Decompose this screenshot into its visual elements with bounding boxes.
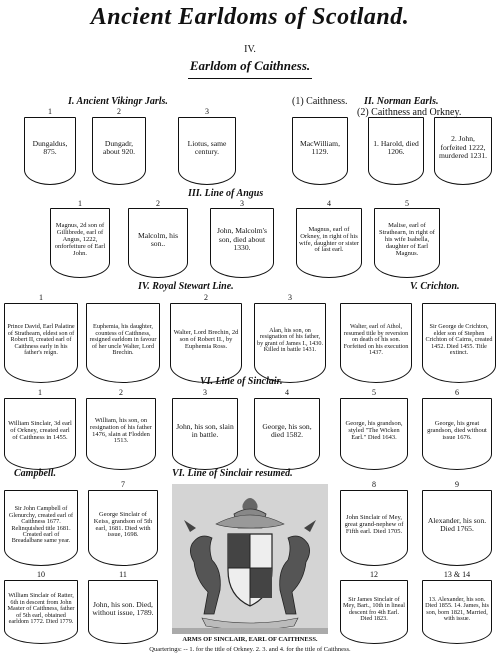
row4-num-5: 5 <box>372 388 376 397</box>
row6-shield-13-14: 13. Alexander, his son. Died 1855. 14. J… <box>422 580 492 644</box>
row4-shield-2: William, his son, on resignation of his … <box>86 398 156 470</box>
row5-num-7: 7 <box>121 480 125 489</box>
row3-shield-3: Walter, Lord Brechin, 2d son of Robert I… <box>170 303 242 383</box>
row2-shield-5: Malise, earl of Strathearn, in right of … <box>374 208 440 278</box>
row3-shield-2: Euphemia, his daughter, countess of Cait… <box>86 303 160 383</box>
row1-num-3: 3 <box>205 107 209 116</box>
row4-num-6: 6 <box>455 388 459 397</box>
row4-shield-5: George, his grandson, styled "The Wicken… <box>340 398 408 470</box>
row4-num-4: 4 <box>285 388 289 397</box>
row2-num-4: 4 <box>327 199 331 208</box>
row1-shield-2: Dungadr, about 920. <box>92 117 146 185</box>
row5-num-9: 9 <box>455 480 459 489</box>
row3-shield-1: Prince David, Earl Palatine of Strathear… <box>4 303 78 383</box>
coat-of-arms-drawing <box>172 484 328 634</box>
row4-shield-4: George, his son, died 1582. <box>254 398 320 470</box>
row5-num-8: 8 <box>372 480 376 489</box>
section-caithness-1: (1) Caithness. <box>292 96 348 107</box>
row6-shield-12: Sir James Sinclair of Mey, Bart., 10th i… <box>340 580 408 644</box>
row4-num-3: 3 <box>203 388 207 397</box>
section-caithness-orkney: (2) Caithness and Orkney. <box>357 107 462 118</box>
row4-shield-3: John, his son, slain in battle. <box>172 398 238 470</box>
page-subtitle: Earldom of Caithness. <box>189 58 311 73</box>
row6-num-13-14: 13 & 14 <box>443 570 471 579</box>
row2-shield-3: John, Malcolm's son, died about 1330. <box>210 208 274 278</box>
row5-shield-7: George Sinclair of Keiss, grandson of 5t… <box>88 490 158 566</box>
row6-num-12: 12 <box>370 570 378 579</box>
page-title: Ancient Earldoms of Scotland. <box>90 4 410 30</box>
row5-shield-campbell: Sir John Campbell of Glenurchy, created … <box>4 490 78 566</box>
row2-num-1: 1 <box>78 199 82 208</box>
section-crichton: V. Crichton. <box>410 281 460 292</box>
row3-shield-5: Walter, earl of Athol, resumed title by … <box>340 303 412 383</box>
row4-num-2: 2 <box>119 388 123 397</box>
page-number-roman: IV. <box>244 44 256 55</box>
row2-num-5: 5 <box>405 199 409 208</box>
section-line-of-sinclair: VI. Line of Sinclair. <box>200 376 283 387</box>
row2-shield-1: Magnus, 2d son of Gillibrede, earl of An… <box>50 208 110 278</box>
quarterings-note: Quarterings: -- 1. for the title of Orkn… <box>149 646 351 653</box>
row2-shield-4: Magnus, earl of Orkney, in right of his … <box>296 208 362 278</box>
row3-num-4: 3 <box>288 293 292 302</box>
section-royal-stewart: IV. Royal Stewart Line. <box>138 281 234 292</box>
row2-num-2: 2 <box>156 199 160 208</box>
row1-shield-1: Dungaldus, 875. <box>24 117 76 185</box>
subtitle-underline <box>188 78 312 79</box>
row1-num-1: 1 <box>48 107 52 116</box>
section-vikingr-jarls: I. Ancient Vikingr Jarls. <box>68 96 168 107</box>
section-sinclair-resumed: VI. Line of Sinclair resumed. <box>172 468 293 479</box>
row3-num-1: 1 <box>39 293 43 302</box>
row4-num-1: 1 <box>38 388 42 397</box>
row2-shield-2: Malcolm, his son.. <box>128 208 188 278</box>
row4-shield-6: George, his great grandson, died without… <box>422 398 492 470</box>
row5-shield-9: Alexander, his son. Died 1765. <box>422 490 492 566</box>
row1-shield-3: Liotus, same century. <box>178 117 236 185</box>
row6-shield-10: William Sinclair of Ratter, 6th in desce… <box>4 580 78 644</box>
row1-shield-5: 1. Harold, died 1206. <box>368 117 424 185</box>
section-line-of-angus: III. Line of Angus <box>188 188 264 199</box>
row6-num-11: 11 <box>119 570 127 579</box>
row1-shield-4: MacWilliam, 1129. <box>292 117 348 185</box>
row3-shield-4: Alan, his son, on resignation of his fat… <box>254 303 326 383</box>
row6-num-10: 10 <box>37 570 45 579</box>
row3-num-3: 2 <box>204 293 208 302</box>
row4-shield-1: William Sinclair, 3d earl of Orkney, cre… <box>4 398 76 470</box>
row1-shield-6: 2. John, forfeited 1222, murdered 1231. <box>434 117 492 185</box>
row3-shield-6: Sir George de Crichton, elder son of Ste… <box>422 303 496 383</box>
row5-shield-8: John Sinclair of Mey, great grand-nephew… <box>340 490 408 566</box>
section-campbell: Campbell. <box>14 468 56 479</box>
row6-shield-11: John, his son. Died, without issue, 1789… <box>88 580 158 644</box>
row2-num-3: 3 <box>240 199 244 208</box>
row1-num-2: 2 <box>117 107 121 116</box>
section-norman-earls: II. Norman Earls. <box>364 96 439 107</box>
arms-caption: ARMS OF SINCLAIR, EARL OF CAITHNESS. <box>182 636 318 643</box>
sinclair-coat-of-arms-image <box>172 484 328 634</box>
